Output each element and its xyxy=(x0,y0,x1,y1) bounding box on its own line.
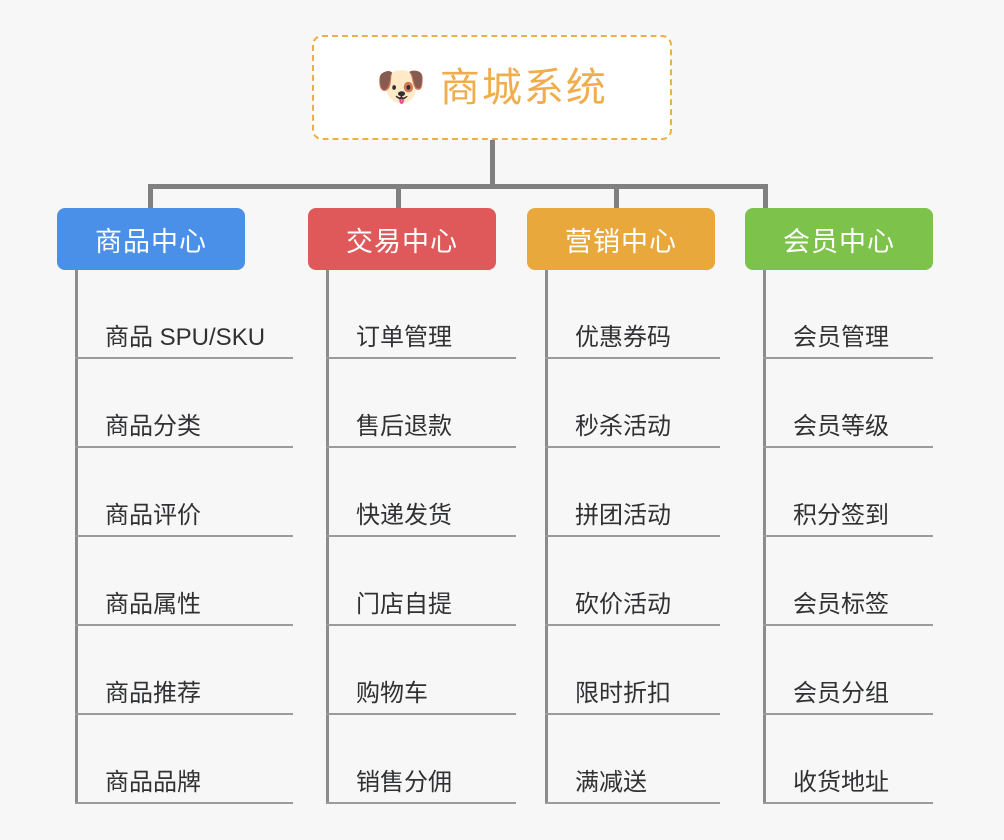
branch-item[interactable]: 收货地址 xyxy=(763,715,933,804)
branch-item[interactable]: 门店自提 xyxy=(326,537,516,626)
branch-item-label: 会员等级 xyxy=(793,412,889,440)
branch-header-label: 交易中心 xyxy=(346,226,458,257)
branch-item[interactable]: 限时折扣 xyxy=(545,626,720,715)
branch-header-member-center[interactable]: 会员中心 xyxy=(745,208,933,270)
branch-item[interactable]: 售后退款 xyxy=(326,359,516,448)
branch-spine-marketing-center xyxy=(545,270,548,804)
branch-item[interactable]: 会员管理 xyxy=(763,270,933,359)
branch-item-label: 会员分组 xyxy=(793,679,889,707)
branch-items-trade-center: 订单管理售后退款快递发货门店自提购物车销售分佣 xyxy=(326,270,516,804)
branch-item[interactable]: 秒杀活动 xyxy=(545,359,720,448)
branch-item-label: 快递发货 xyxy=(356,501,452,529)
branch-item-label: 门店自提 xyxy=(356,590,452,618)
root-node[interactable]: 🐶 商城系统 xyxy=(312,35,672,140)
branch-item[interactable]: 商品评价 xyxy=(75,448,293,537)
branch-item-label: 商品分类 xyxy=(105,412,201,440)
branch-item-label: 会员管理 xyxy=(793,323,889,351)
branch-item-label: 限时折扣 xyxy=(575,679,671,707)
branch-item[interactable]: 满减送 xyxy=(545,715,720,804)
branch-header-label: 商品中心 xyxy=(95,226,207,257)
branch-header-marketing-center[interactable]: 营销中心 xyxy=(527,208,715,270)
branch-spine-product-center xyxy=(75,270,78,804)
branch-item-label: 商品推荐 xyxy=(105,679,201,707)
branch-item[interactable]: 商品属性 xyxy=(75,537,293,626)
branch-item-label: 销售分佣 xyxy=(356,768,452,796)
root-title: 商城系统 xyxy=(439,65,608,110)
branch-item-label: 商品评价 xyxy=(105,501,201,529)
branch-item[interactable]: 商品品牌 xyxy=(75,715,293,804)
branch-item-label: 购物车 xyxy=(356,679,428,707)
branch-item[interactable]: 砍价活动 xyxy=(545,537,720,626)
branch-item[interactable]: 会员分组 xyxy=(763,626,933,715)
branch-item[interactable]: 快递发货 xyxy=(326,448,516,537)
branch-item[interactable]: 会员等级 xyxy=(763,359,933,448)
branch-header-product-center[interactable]: 商品中心 xyxy=(57,208,245,270)
connector-drop-2 xyxy=(396,184,401,210)
branch-item-label: 优惠券码 xyxy=(575,323,671,351)
branch-header-label: 营销中心 xyxy=(565,226,677,257)
branch-spine-member-center xyxy=(763,270,766,804)
connector-horizontal-bus xyxy=(148,184,768,189)
branch-item[interactable]: 销售分佣 xyxy=(326,715,516,804)
branch-item[interactable]: 商品推荐 xyxy=(75,626,293,715)
branch-item[interactable]: 会员标签 xyxy=(763,537,933,626)
branch-item-label: 积分签到 xyxy=(793,501,889,529)
branch-item-label: 订单管理 xyxy=(356,323,452,351)
branch-item-label: 售后退款 xyxy=(356,412,452,440)
dog-face-icon: 🐶 xyxy=(376,64,426,109)
branch-header-label: 会员中心 xyxy=(783,226,895,257)
branch-item[interactable]: 积分签到 xyxy=(763,448,933,537)
branch-item-label: 秒杀活动 xyxy=(575,412,671,440)
branch-items-marketing-center: 优惠券码秒杀活动拼团活动砍价活动限时折扣满减送 xyxy=(545,270,720,804)
branch-item[interactable]: 购物车 xyxy=(326,626,516,715)
connector-drop-4 xyxy=(763,184,768,210)
branch-header-trade-center[interactable]: 交易中心 xyxy=(308,208,496,270)
branch-item[interactable]: 商品分类 xyxy=(75,359,293,448)
branch-item-label: 商品品牌 xyxy=(105,768,201,796)
branch-item[interactable]: 拼团活动 xyxy=(545,448,720,537)
branch-item-label: 满减送 xyxy=(575,768,647,796)
branch-item-label: 商品 SPU/SKU xyxy=(105,323,266,351)
connector-drop-1 xyxy=(148,184,153,210)
branch-item-label: 收货地址 xyxy=(793,768,889,796)
branch-item[interactable]: 优惠券码 xyxy=(545,270,720,359)
branch-items-product-center: 商品 SPU/SKU 商品分类商品评价商品属性商品推荐商品品牌 xyxy=(75,270,293,804)
branch-spine-trade-center xyxy=(326,270,329,804)
connector-root-stem xyxy=(490,140,495,186)
branch-item-label: 会员标签 xyxy=(793,590,889,618)
branch-item[interactable]: 商品 SPU/SKU xyxy=(75,270,293,359)
branch-item[interactable]: 订单管理 xyxy=(326,270,516,359)
branch-item-label: 商品属性 xyxy=(105,590,201,618)
connector-drop-3 xyxy=(614,184,619,210)
branch-item-label: 拼团活动 xyxy=(575,501,671,529)
branch-item-label: 砍价活动 xyxy=(575,590,671,618)
branch-items-member-center: 会员管理会员等级积分签到会员标签会员分组收货地址 xyxy=(763,270,933,804)
